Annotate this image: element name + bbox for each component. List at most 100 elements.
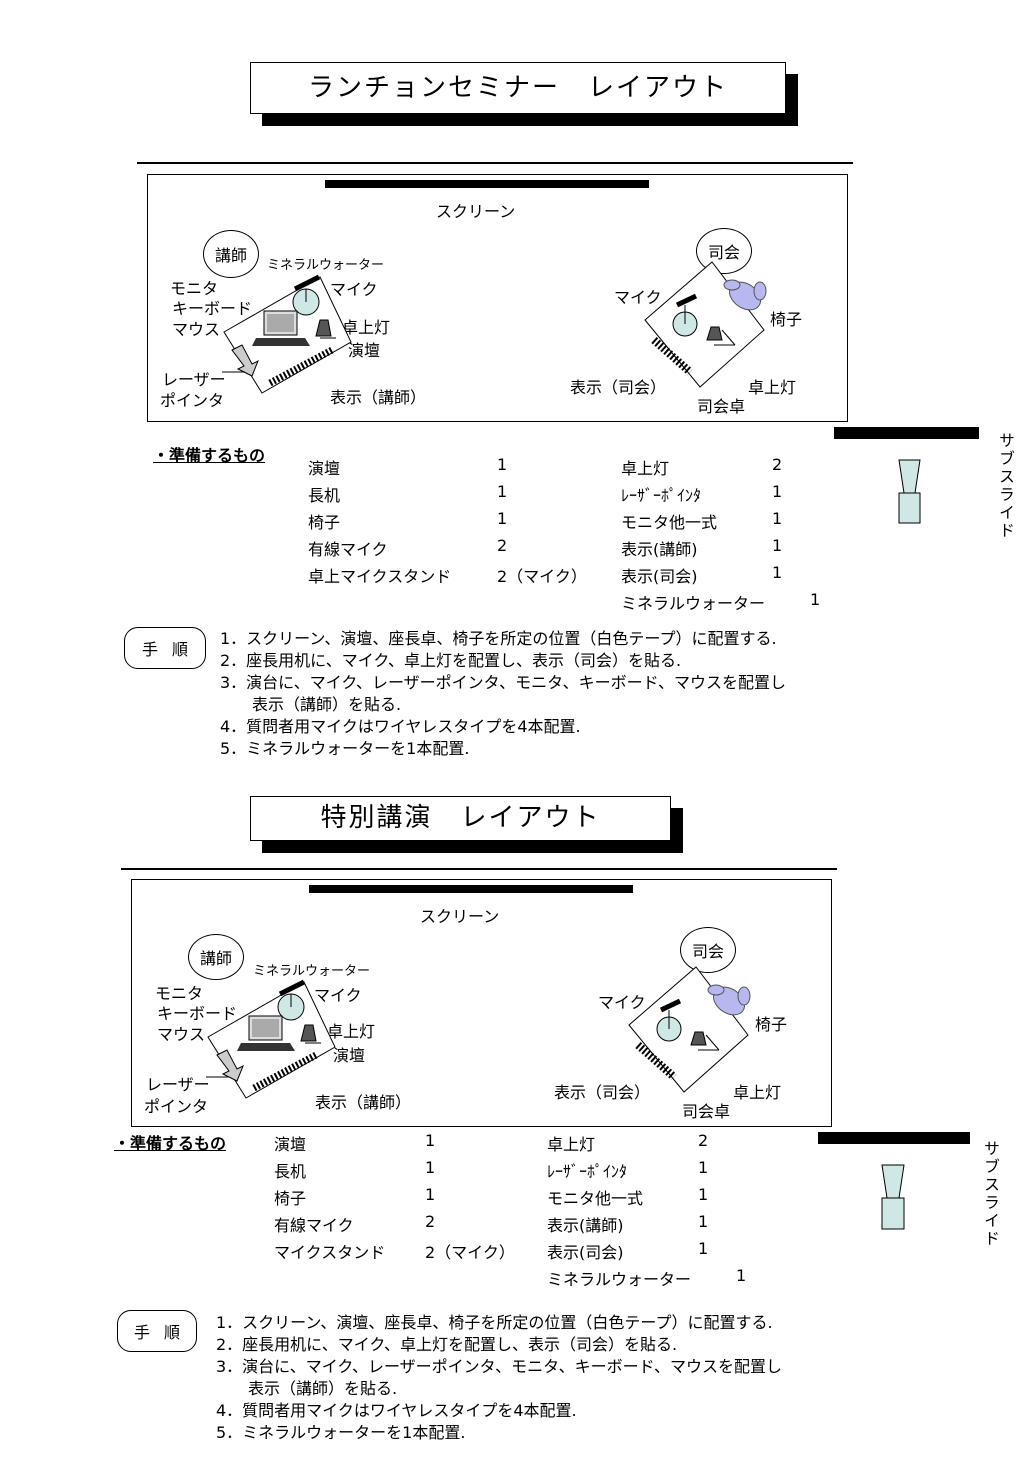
speaker-mic-label: マイク xyxy=(330,280,378,299)
screen-bar xyxy=(325,180,649,188)
prep-item-qty: 1 xyxy=(736,1266,747,1285)
chair-mic-label: マイク xyxy=(598,993,646,1012)
podium-label: 演壇 xyxy=(348,341,381,360)
procedure-steps: 1．スクリーン、演壇、座長卓、椅子を所定の位置（白色テープ）に配置する. 2．座… xyxy=(216,1312,782,1444)
sub-slide-bar xyxy=(834,427,979,439)
prep-item-name: 有線マイク xyxy=(274,1216,354,1235)
prep-item-qty: 1 xyxy=(698,1239,709,1258)
prep-item-name: 長机 xyxy=(274,1162,307,1181)
prep-item-qty: 1 xyxy=(497,509,508,528)
procedure-step: 表示（講師）を貼る. xyxy=(220,695,402,714)
procedure-step: 2．座長用机に、マイク、卓上灯を配置し、表示（司会）を貼る. xyxy=(220,651,682,670)
prep-item-name: 卓上灯 xyxy=(621,459,670,478)
sub-slide-label: サブスライド xyxy=(981,1140,1000,1248)
keyboard-label: キーボード xyxy=(172,299,253,318)
podium-diagram xyxy=(222,274,352,394)
prep-item-name: 表示(司会) xyxy=(621,567,698,586)
prep-item-name: ﾚｰｻﾞｰﾎﾟｲﾝﾀ xyxy=(621,486,702,505)
mouse-label: マウス xyxy=(157,1025,206,1044)
laser-label-1: レーザー xyxy=(162,370,226,389)
water-label: ミネラルウォーター xyxy=(267,258,385,273)
speaker-badge: 講師 xyxy=(203,230,259,278)
section-title: 特別講演 レイアウト xyxy=(250,796,671,841)
procedure-step: 表示（講師）を貼る. xyxy=(216,1379,398,1398)
prep-item-name: 表示(講師) xyxy=(621,540,698,559)
prep-item-name: 演壇 xyxy=(274,1135,307,1154)
prep-item-name: ミネラルウォーター xyxy=(621,594,766,613)
prep-item-name: 表示(司会) xyxy=(547,1243,624,1262)
prep-item-name: 長机 xyxy=(308,486,341,505)
procedure-step: 3．演台に、マイク、レーザーポインタ、モニタ、キーボード、マウスを配置し xyxy=(220,673,787,692)
monitor-label: モニタ xyxy=(170,279,219,298)
prep-item-name: 椅子 xyxy=(308,513,341,532)
prep-item-qty: 2（マイク） xyxy=(425,1243,515,1262)
chair-lamp-label: 卓上灯 xyxy=(748,378,797,397)
podium-diagram xyxy=(206,979,336,1099)
prep-item-qty: 1 xyxy=(772,563,783,582)
sign-speaker-label: 表示（講師） xyxy=(315,1093,412,1112)
prep-item-qty: 1 xyxy=(772,509,783,528)
screen-bar xyxy=(309,885,633,893)
screen-label: スクリーン xyxy=(436,202,516,221)
chair-desk-diagram xyxy=(628,966,751,1093)
procedure-step: 3．演台に、マイク、レーザーポインタ、モニタ、キーボード、マウスを配置し xyxy=(216,1357,783,1376)
chair-desk-label: 司会卓 xyxy=(682,1102,731,1121)
chair-desk-label: 司会卓 xyxy=(697,397,746,416)
chair-lamp-label: 卓上灯 xyxy=(733,1083,782,1102)
prep-item-qty: 1 xyxy=(698,1185,709,1204)
prep-item-qty: 1 xyxy=(425,1158,436,1177)
prep-header: ・準備するもの xyxy=(153,446,266,465)
prep-item-name: モニタ他一式 xyxy=(621,513,718,532)
prep-item-name: ミネラルウォーター xyxy=(547,1270,692,1289)
sub-slide-label: サブスライド xyxy=(996,432,1015,540)
procedure-step: 1．スクリーン、演壇、座長卓、椅子を所定の位置（白色テープ）に配置する. xyxy=(216,1313,773,1332)
prep-item-qty: 2 xyxy=(698,1131,709,1150)
projector-icon xyxy=(898,459,921,524)
sub-slide-bar xyxy=(818,1132,970,1144)
podium-label: 演壇 xyxy=(333,1046,366,1065)
procedure-steps: 1．スクリーン、演壇、座長卓、椅子を所定の位置（白色テープ）に配置する. 2．座… xyxy=(220,628,786,760)
projector-icon xyxy=(881,1164,905,1230)
divider-line xyxy=(121,868,837,870)
procedure-step: 5．ミネラルウォーターを1本配置. xyxy=(216,1423,466,1442)
sign-chair-label: 表示（司会） xyxy=(554,1083,651,1102)
prep-item-name: 卓上灯 xyxy=(547,1135,596,1154)
prep-item-name: モニタ他一式 xyxy=(547,1189,644,1208)
procedure-label: 手順 xyxy=(117,1310,197,1352)
prep-header: ・準備するもの xyxy=(114,1134,227,1153)
mouse-label: マウス xyxy=(172,320,221,339)
chair-mic-label: マイク xyxy=(614,288,662,307)
speaker-badge: 講師 xyxy=(188,934,244,980)
speaker-lamp-label: 卓上灯 xyxy=(327,1022,376,1041)
procedure-step: 1．スクリーン、演壇、座長卓、椅子を所定の位置（白色テープ）に配置する. xyxy=(220,629,777,648)
prep-item-name: 表示(講師) xyxy=(547,1216,624,1235)
prep-item-qty: 1 xyxy=(497,455,508,474)
laser-label-2: ポインタ xyxy=(160,391,225,410)
prep-item-qty: 1 xyxy=(772,536,783,555)
laser-label-1: レーザー xyxy=(146,1075,210,1094)
laser-label-2: ポインタ xyxy=(144,1097,209,1116)
screen-label: スクリーン xyxy=(420,907,500,926)
prep-item-name: 演壇 xyxy=(308,459,341,478)
prep-item-qty: 1 xyxy=(698,1212,709,1231)
divider-line xyxy=(137,162,853,164)
prep-item-qty: 1 xyxy=(425,1185,436,1204)
water-label: ミネラルウォーター xyxy=(253,964,371,979)
sign-speaker-label: 表示（講師） xyxy=(330,388,427,407)
prep-item-qty: 1 xyxy=(497,482,508,501)
prep-item-name: 椅子 xyxy=(274,1189,307,1208)
prep-item-qty: 1 xyxy=(810,590,821,609)
prep-item-qty: 1 xyxy=(698,1158,709,1177)
prep-item-name: 卓上マイクスタンド xyxy=(308,567,452,586)
section-title: ランチョンセミナー レイアウト xyxy=(250,62,786,114)
prep-item-qty: 2 xyxy=(425,1212,436,1231)
prep-item-name: 有線マイク xyxy=(308,540,388,559)
prep-item-qty: 2 xyxy=(772,455,783,474)
prep-item-name: マイクスタンド xyxy=(274,1243,386,1262)
prep-item-qty: 2（マイク） xyxy=(497,567,587,586)
speaker-mic-label: マイク xyxy=(314,986,362,1005)
procedure-step: 4．質問者用マイクはワイヤレスタイプを4本配置. xyxy=(220,717,581,736)
keyboard-label: キーボード xyxy=(157,1004,238,1023)
procedure-step: 2．座長用机に、マイク、卓上灯を配置し、表示（司会）を貼る. xyxy=(216,1335,678,1354)
speaker-lamp-label: 卓上灯 xyxy=(342,318,391,337)
